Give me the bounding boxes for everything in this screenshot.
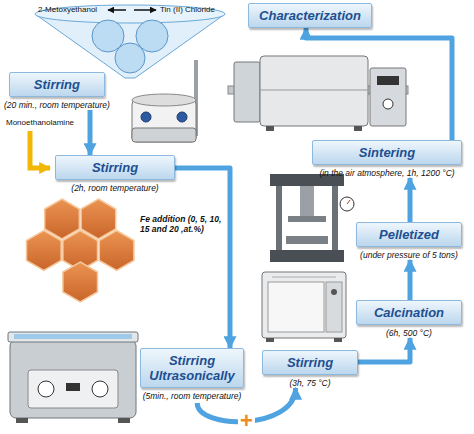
flow-arrow [88, 110, 93, 155]
ultrasonic-bath-part [8, 332, 138, 342]
tube-furnace-part [377, 76, 399, 85]
hydraulic-press-part [340, 197, 354, 211]
condition-note: (under pressure of 5 tons) [356, 250, 462, 260]
hydraulic-press-part [300, 186, 314, 216]
condition-note: (in the air atmosphere, 1h, 1200 °C) [312, 168, 462, 178]
material-label: 2-Metoxyethanol [38, 5, 97, 15]
condition-note: (6h, 500 °C) [356, 328, 462, 338]
hotplate-stirrer-part [132, 94, 196, 106]
condition-note: (3h, 75 °C) [262, 378, 358, 388]
oven-part [334, 338, 342, 342]
condition-note: (5min., room temperature) [140, 391, 244, 401]
ultrasonic-bath-part [16, 418, 28, 423]
oven-part [326, 282, 342, 332]
ultrasonic-bath-part [66, 383, 80, 391]
hydraulic-press-part [347, 200, 350, 204]
process-box: Stirring [55, 155, 175, 180]
oven [262, 272, 346, 342]
flow-arrow [306, 28, 452, 140]
tube-furnace-part [370, 68, 406, 126]
hotplate-stirrer-part [132, 128, 196, 142]
process-box: Calcination [356, 300, 462, 325]
tube-furnace-part [266, 126, 274, 131]
hydraulic-press-part [276, 186, 282, 250]
hydraulic-press [270, 174, 354, 262]
process-step: Sintering (in the air atmosphere, 1h, 120… [312, 140, 462, 178]
material-label: Fe addition (0, 5, 10, 15 and 20 ,at.%) [140, 214, 224, 234]
ultrasonic-bath-part [28, 370, 118, 408]
funnel-part [35, 5, 225, 23]
condition-note: (20 min., room temperature) [4, 100, 110, 110]
ultrasonic-bath-part [92, 381, 108, 397]
tube-furnace-part [383, 99, 393, 109]
ultrasonic-bath-part [118, 418, 130, 423]
tube-furnace-part [234, 62, 260, 122]
tube-furnace-part [260, 56, 368, 126]
hotplate-stirrer-part [177, 112, 187, 122]
oven-part [268, 282, 324, 332]
honeycomb-part [45, 199, 80, 239]
funnel-part [134, 9, 156, 11]
tube-furnace-part [354, 126, 362, 131]
flow-arrow [175, 168, 230, 348]
process-step: Stirring Ultrasonically (5min., room temp… [140, 348, 244, 401]
flow-arrow [408, 260, 413, 300]
material-label: Tin (II) Chloride [160, 5, 215, 15]
process-step: Characterization [248, 3, 372, 28]
funnel-part [115, 43, 145, 73]
hydraulic-press-part [286, 236, 328, 244]
process-box: Stirring [262, 350, 358, 375]
hydraulic-press-part [288, 216, 326, 222]
edge-label: + [238, 411, 255, 431]
tube-furnace-part [260, 90, 368, 91]
ultrasonic-bath-part [38, 381, 54, 397]
hydraulic-press-part [332, 186, 338, 250]
process-step: Calcination (6h, 500 °C) [356, 300, 462, 338]
reagent-arrow-part [30, 131, 50, 168]
flow-arrow [358, 338, 410, 362]
hotplate-stirrer-part [141, 112, 151, 122]
ultrasonic-bath-part [10, 340, 136, 418]
process-box: Characterization [248, 3, 372, 28]
process-box: Stirring Ultrasonically [140, 348, 244, 388]
honeycomb-part [63, 262, 98, 302]
ultrasonic-bath [8, 332, 138, 423]
material-label: Monoethanolamine [6, 118, 74, 128]
ultrasonic-bath-part [14, 334, 132, 339]
reagent-arrow [30, 131, 50, 168]
hydraulic-press-part [270, 250, 344, 262]
tube-furnace [228, 56, 408, 131]
honeycomb [27, 199, 134, 302]
process-box: Pelletized [356, 222, 462, 247]
process-box: Stirring [9, 72, 105, 97]
oven-part [266, 338, 274, 342]
process-step: Stirring (20 min., room temperature) [4, 72, 110, 110]
oven-part [262, 272, 346, 338]
condition-note: (2h, room temperature) [55, 183, 175, 193]
honeycomb-part [27, 231, 62, 271]
process-step: Pelletized (under pressure of 5 tons) [356, 222, 462, 260]
process-step: Stirring (2h, room temperature) [55, 155, 175, 193]
hotplate-stirrer [132, 60, 198, 142]
process-step: Stirring (3h, 75 °C) [262, 350, 358, 388]
oven-part [331, 289, 337, 295]
honeycomb-part [99, 231, 134, 271]
honeycomb-part [81, 199, 116, 239]
process-box: Sintering [312, 140, 462, 165]
funnel-part [108, 9, 126, 11]
oven-part [272, 277, 336, 278]
flow-arrow [408, 178, 413, 222]
